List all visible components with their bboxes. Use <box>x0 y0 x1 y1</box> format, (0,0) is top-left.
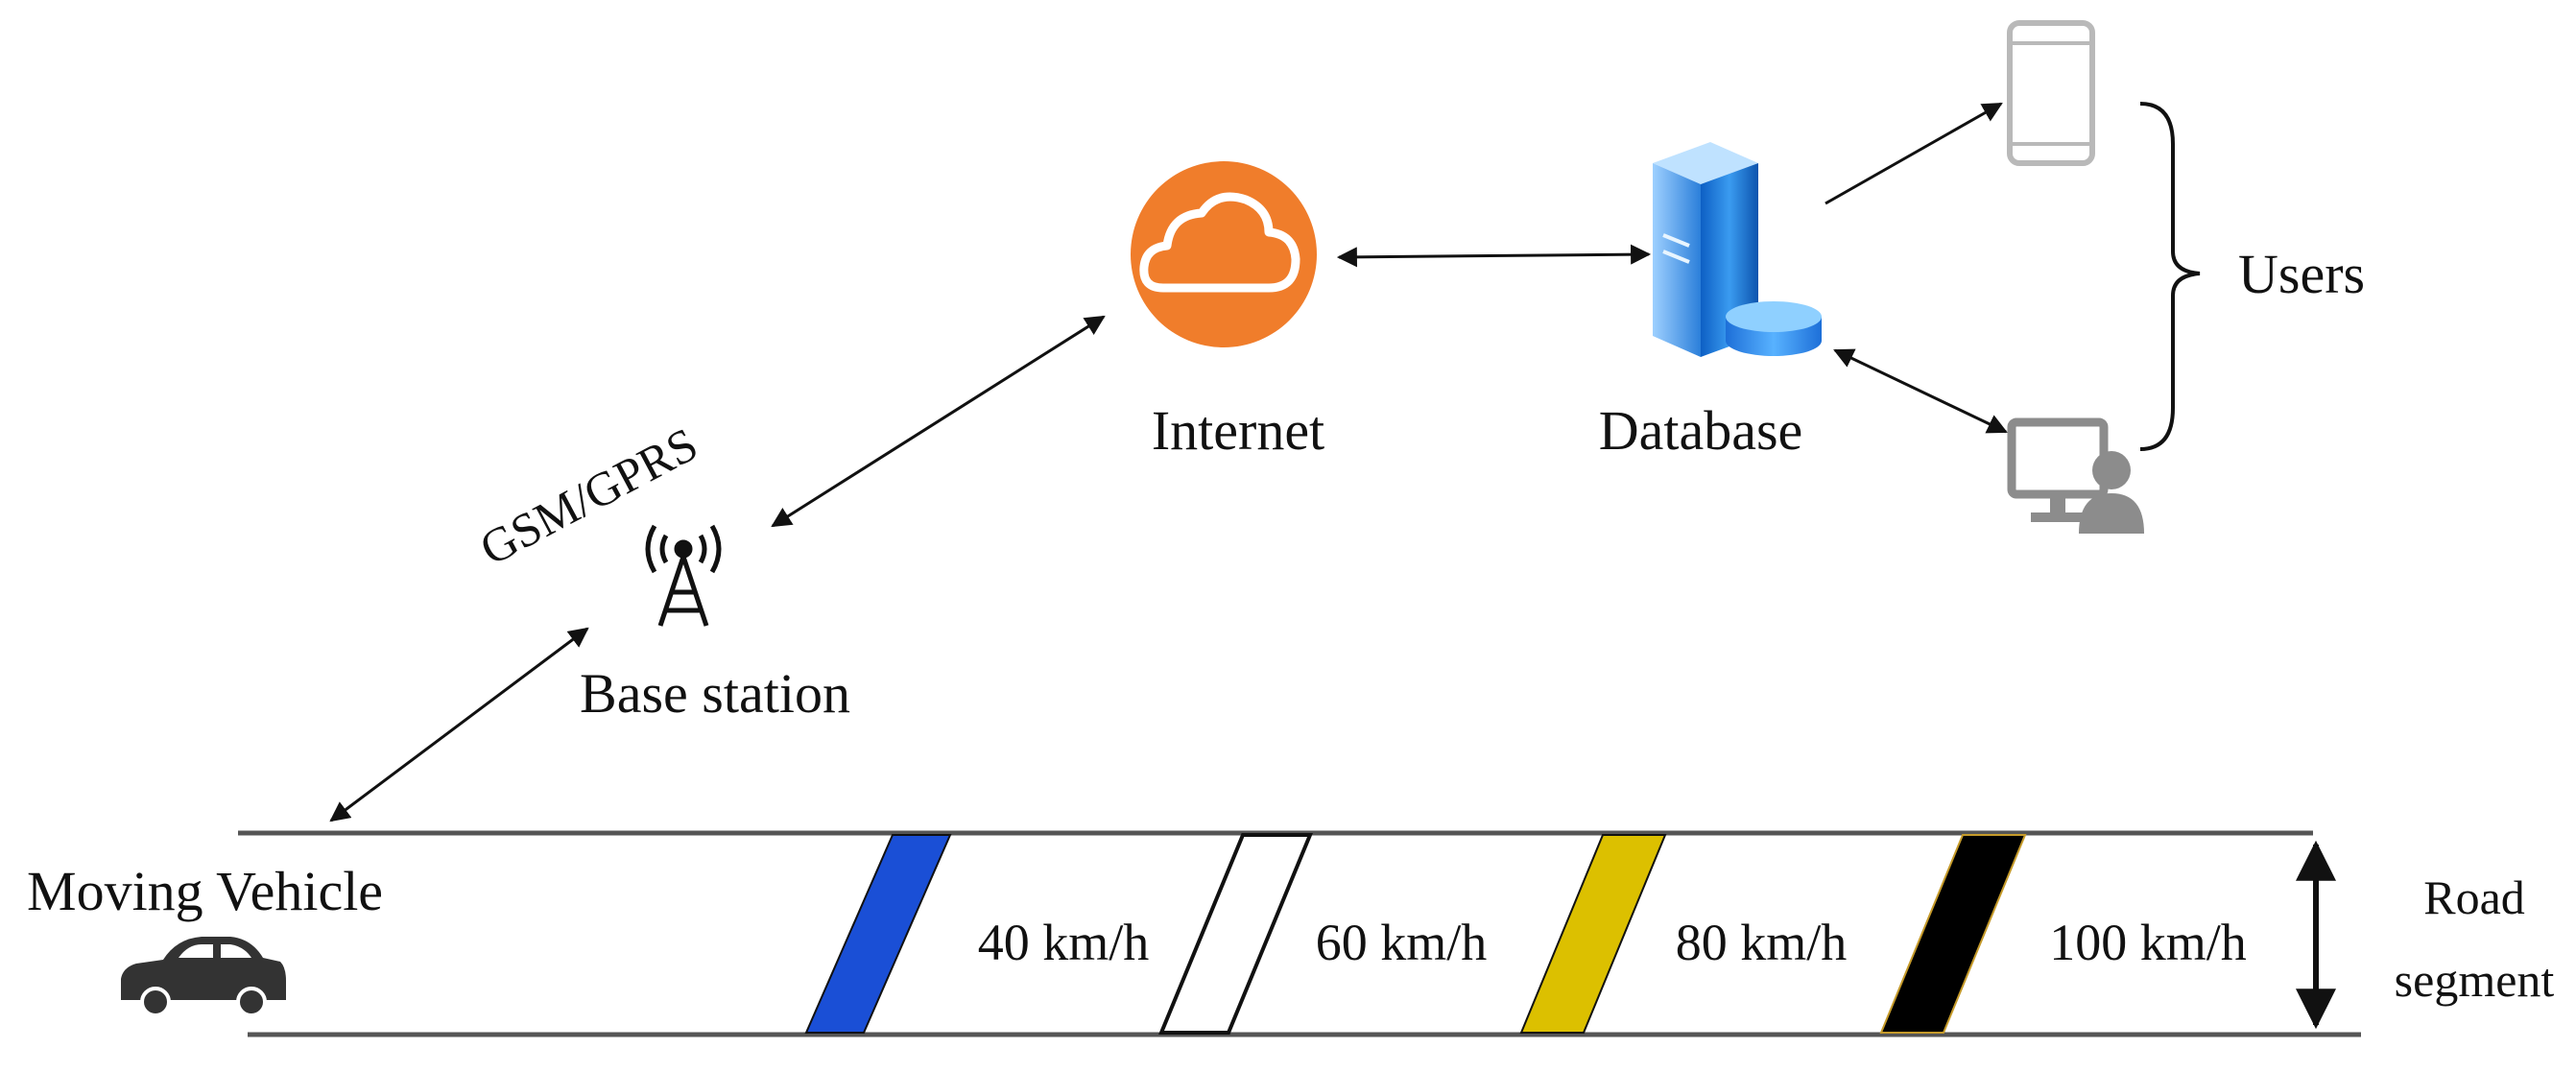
speed-zone-label-1: 40 km/h <box>978 914 1150 971</box>
road-segment-label-line1: Road <box>2423 870 2525 924</box>
database-label: Database <box>1599 399 1803 462</box>
internet-label: Internet <box>1152 399 1324 462</box>
internet-node: Internet <box>1131 161 1324 462</box>
vehicle-basestation-arrow <box>329 627 589 822</box>
speed-zone-label-3: 80 km/h <box>1676 914 1848 971</box>
database-desktop-arrow <box>1833 348 2008 434</box>
users-label: Users <box>2238 243 2365 305</box>
vehicle-node: Moving Vehicle <box>27 860 383 1017</box>
connections <box>329 102 2008 822</box>
speed-zone-label-4: 100 km/h <box>2049 914 2247 971</box>
cloud-outline <box>1139 192 1300 293</box>
speed-zones: 40 km/h 60 km/h 80 km/h 100 km/h <box>804 833 2247 1035</box>
road-segment-label-line2: segment <box>2395 953 2555 1007</box>
antenna-tower-icon <box>645 524 722 627</box>
database-node: Database <box>1599 142 1822 462</box>
speed-zone-stripe-2 <box>1158 833 1313 1035</box>
mobile-phone-icon <box>2007 20 2095 166</box>
speed-zone-stripe-1 <box>804 834 952 1034</box>
road-segment: 40 km/h 60 km/h 80 km/h 100 km/h Road segme… <box>238 830 2555 1037</box>
speed-zone-stripe-3 <box>1519 834 1667 1034</box>
basestation-internet-arrow <box>771 315 1106 528</box>
base-station-node: GSM/GPRS Base station <box>471 417 850 725</box>
users-group: Users <box>2007 20 2365 534</box>
desktop-user-icon <box>2007 417 2144 534</box>
server-database-icon <box>1653 142 1822 357</box>
speed-zone-label-2: 60 km/h <box>1316 914 1488 971</box>
cloud-icon <box>1131 161 1317 347</box>
speed-zone-stripe-4 <box>1879 834 2027 1034</box>
users-brace <box>2139 102 2201 451</box>
moving-vehicle-label: Moving Vehicle <box>27 860 383 922</box>
gsm-gprs-label: GSM/GPRS <box>471 417 706 576</box>
database-phone-arrow <box>1825 102 2003 205</box>
base-station-label: Base station <box>580 662 850 725</box>
car-icon <box>121 937 286 1017</box>
internet-database-arrow <box>1336 244 1652 268</box>
